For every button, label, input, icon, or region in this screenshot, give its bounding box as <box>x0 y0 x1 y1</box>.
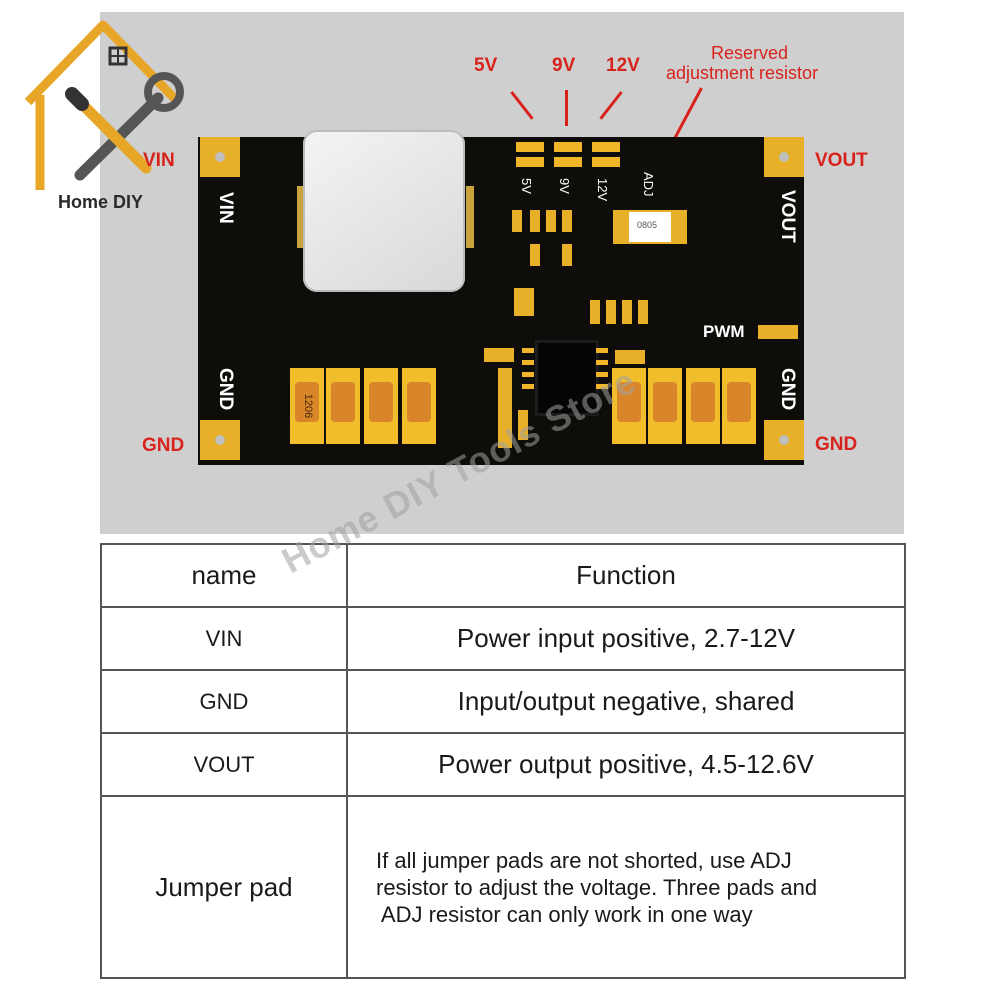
pad-gnd-right <box>764 420 804 460</box>
capacitor-1206 <box>364 368 398 444</box>
inductor <box>303 130 465 292</box>
smd-resistor <box>512 210 522 232</box>
silk-pwm: PWM <box>703 322 745 341</box>
table-row: VIN Power input positive, 2.7-12V <box>100 606 906 671</box>
pin-function-table: name Function VIN Power input positive, … <box>100 543 906 979</box>
silk-gnd-right: GND <box>777 368 798 411</box>
label-reserved: Reserved <box>711 43 789 63</box>
smd-resistor <box>638 300 648 324</box>
logo-text: Home DIY <box>58 192 144 212</box>
label-adjustment-resistor: adjustment resistor <box>666 63 819 83</box>
pad-vin <box>200 137 240 177</box>
capacitor-1206 <box>686 368 720 444</box>
smd-resistor <box>562 244 572 266</box>
capacitor-1206 <box>612 368 646 444</box>
smd-resistor <box>562 210 572 232</box>
jumper-pad-5v-b <box>516 157 544 167</box>
ic-pin <box>522 348 534 353</box>
label-12v: 12V <box>606 55 640 76</box>
silk-12v: 12V <box>595 178 610 202</box>
house-wrench-logo-icon <box>24 20 184 190</box>
smd-resistor <box>758 325 798 339</box>
silk-vout: VOUT <box>777 190 798 243</box>
function-line: If all jumper pads are not shorted, use … <box>376 847 792 873</box>
capacitor-code: 1206 <box>302 393 315 419</box>
capacitor-1206 <box>290 368 324 444</box>
silk-9v: 9V <box>557 178 572 194</box>
label-gnd-right: GND <box>815 434 858 455</box>
capacitor-1206 <box>722 368 756 444</box>
smd-capacitor <box>615 350 645 364</box>
controller-ic <box>535 340 599 416</box>
jumper-pad-9v-b <box>554 157 582 167</box>
adj-resistor-code: 0805 <box>637 220 658 230</box>
row-function: Power output positive, 4.5-12.6V <box>346 732 906 797</box>
jumper-pad-9v-a <box>554 142 582 152</box>
row-name: VIN <box>100 606 348 671</box>
table-row: Jumper pad If all jumper pads are not sh… <box>100 795 906 979</box>
pad-gnd-left <box>200 420 240 460</box>
smd-resistor <box>546 210 556 232</box>
row-function: Input/output negative, shared <box>346 669 906 734</box>
label-vin-left: VIN <box>143 150 175 171</box>
jumper-pad-12v-b <box>592 157 620 167</box>
marker-9v <box>565 90 568 126</box>
table-row: GND Input/output negative, shared <box>100 669 906 734</box>
inductor-lead-left <box>297 186 305 248</box>
row-name: GND <box>100 669 348 734</box>
row-name: VOUT <box>100 732 348 797</box>
jumper-pad-5v-a <box>516 142 544 152</box>
ic-pin <box>596 360 608 365</box>
smd-capacitor <box>498 368 512 448</box>
capacitor-1206 <box>648 368 682 444</box>
row-function: If all jumper pads are not shorted, use … <box>346 795 906 979</box>
pad-vout <box>764 137 804 177</box>
silk-adj: ADJ <box>641 172 656 197</box>
function-line: resistor to adjust the voltage. Three pa… <box>376 874 818 900</box>
label-9v: 9V <box>552 55 576 76</box>
silk-5v: 5V <box>519 178 534 194</box>
ic-pin <box>596 372 608 377</box>
smd-resistor <box>606 300 616 324</box>
label-vout-right: VOUT <box>815 150 868 171</box>
smd-resistor <box>530 244 540 266</box>
silk-gnd-left: GND <box>215 368 236 411</box>
adj-resistor-footprint: 0805 <box>613 210 687 244</box>
capacitor-1206 <box>402 368 436 444</box>
ic-pin <box>596 348 608 353</box>
smd-resistor <box>590 300 600 324</box>
jumper-pad-12v-a <box>592 142 620 152</box>
header-function: Function <box>346 543 906 608</box>
inductor-lead-right <box>466 186 474 248</box>
smd-resistor <box>622 300 632 324</box>
capacitor-1206 <box>326 368 360 444</box>
table-row: VOUT Power output positive, 4.5-12.6V <box>100 732 906 797</box>
smd-resistor <box>518 410 528 440</box>
smd-capacitor <box>514 288 534 316</box>
header-name: name <box>100 543 348 608</box>
function-line: ADJ resistor can only work in one way <box>376 901 753 927</box>
row-name: Jumper pad <box>100 795 348 979</box>
smd-resistor <box>530 210 540 232</box>
ic-pin <box>522 384 534 389</box>
smd-capacitor <box>484 348 514 362</box>
label-5v: 5V <box>474 55 498 76</box>
silk-vin: VIN <box>215 192 236 224</box>
ic-pin <box>522 360 534 365</box>
ic-pin <box>596 384 608 389</box>
ic-pin <box>522 372 534 377</box>
table-header-row: name Function <box>100 543 906 608</box>
label-gnd-left: GND <box>142 435 185 456</box>
row-function: Power input positive, 2.7-12V <box>346 606 906 671</box>
